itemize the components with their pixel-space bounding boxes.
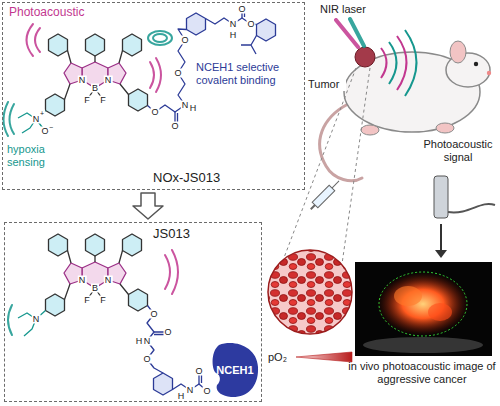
atom-label: H bbox=[177, 392, 186, 401]
atom-label: H bbox=[135, 337, 144, 346]
signal-label: Photoacoustic signal bbox=[420, 138, 496, 163]
atom-label: − bbox=[48, 124, 54, 131]
atom-label: N bbox=[229, 20, 238, 29]
protein-blob: NCEH1 bbox=[211, 341, 259, 399]
zoom-leaders bbox=[282, 68, 370, 264]
atom-label: O bbox=[246, 20, 255, 29]
atom-label: O bbox=[170, 122, 179, 131]
image-caption: in vivo photoacoustic image of aggressiv… bbox=[347, 360, 497, 385]
transform-arrow bbox=[133, 193, 163, 219]
atom-label: N bbox=[78, 276, 87, 285]
protein-name: NCEH1 bbox=[216, 364, 253, 376]
atom-label: O bbox=[163, 328, 172, 337]
atom-label: N bbox=[104, 276, 113, 285]
atom-label: N bbox=[78, 76, 87, 85]
atom-label: B bbox=[91, 84, 99, 93]
photoacoustic-image bbox=[355, 262, 492, 356]
molecule-panel: JS013NCEH1 bbox=[4, 222, 262, 402]
oxygen-label: pO₂ bbox=[266, 351, 294, 364]
atom-label: F bbox=[99, 96, 107, 105]
atom-label: H bbox=[229, 31, 238, 40]
atom-label: O bbox=[173, 69, 182, 78]
atom-label: O bbox=[237, 5, 246, 14]
molecule-panel: Photoacoustic hypoxia sensing NCEH1 select… bbox=[2, 2, 305, 190]
atom-label: O bbox=[142, 355, 151, 364]
mouse-illustration bbox=[308, 19, 495, 258]
atom-label: N bbox=[32, 315, 41, 324]
blood-cells bbox=[268, 250, 352, 334]
oxygen-wedge bbox=[296, 352, 352, 362]
atom-label: O bbox=[202, 387, 211, 396]
image-panel: in vivo photoacoustic image of aggressiv… bbox=[347, 262, 497, 404]
protein-shape bbox=[213, 343, 258, 397]
atom-label: O bbox=[150, 108, 159, 117]
compound-name: JS013 bbox=[153, 227, 233, 242]
atom-label: O bbox=[194, 367, 203, 376]
atom-label: N bbox=[143, 337, 152, 346]
signal-glow bbox=[4, 24, 179, 335]
compound-name: NOx-JS013 bbox=[153, 171, 253, 186]
atom-label: H bbox=[189, 104, 198, 113]
atom-label: N bbox=[186, 386, 195, 395]
atom-label: O bbox=[180, 36, 189, 45]
atom-label: F bbox=[83, 96, 91, 105]
laser-label: NIR laser bbox=[318, 3, 388, 16]
atom-label: N bbox=[104, 76, 113, 85]
atom-label: O bbox=[149, 310, 158, 319]
atom-label: F bbox=[83, 296, 91, 305]
atom-label: F bbox=[99, 296, 107, 305]
panel-heading: Photoacoustic bbox=[9, 6, 119, 20]
atom-label: B bbox=[91, 284, 99, 293]
feature-label: hypoxia sensing bbox=[7, 143, 65, 168]
tumor-label: Tumor bbox=[306, 78, 346, 91]
drug-structure bbox=[18, 234, 207, 395]
feature-label: NCEH1 selective covalent binding bbox=[196, 61, 298, 86]
atom-label: + bbox=[39, 110, 45, 117]
